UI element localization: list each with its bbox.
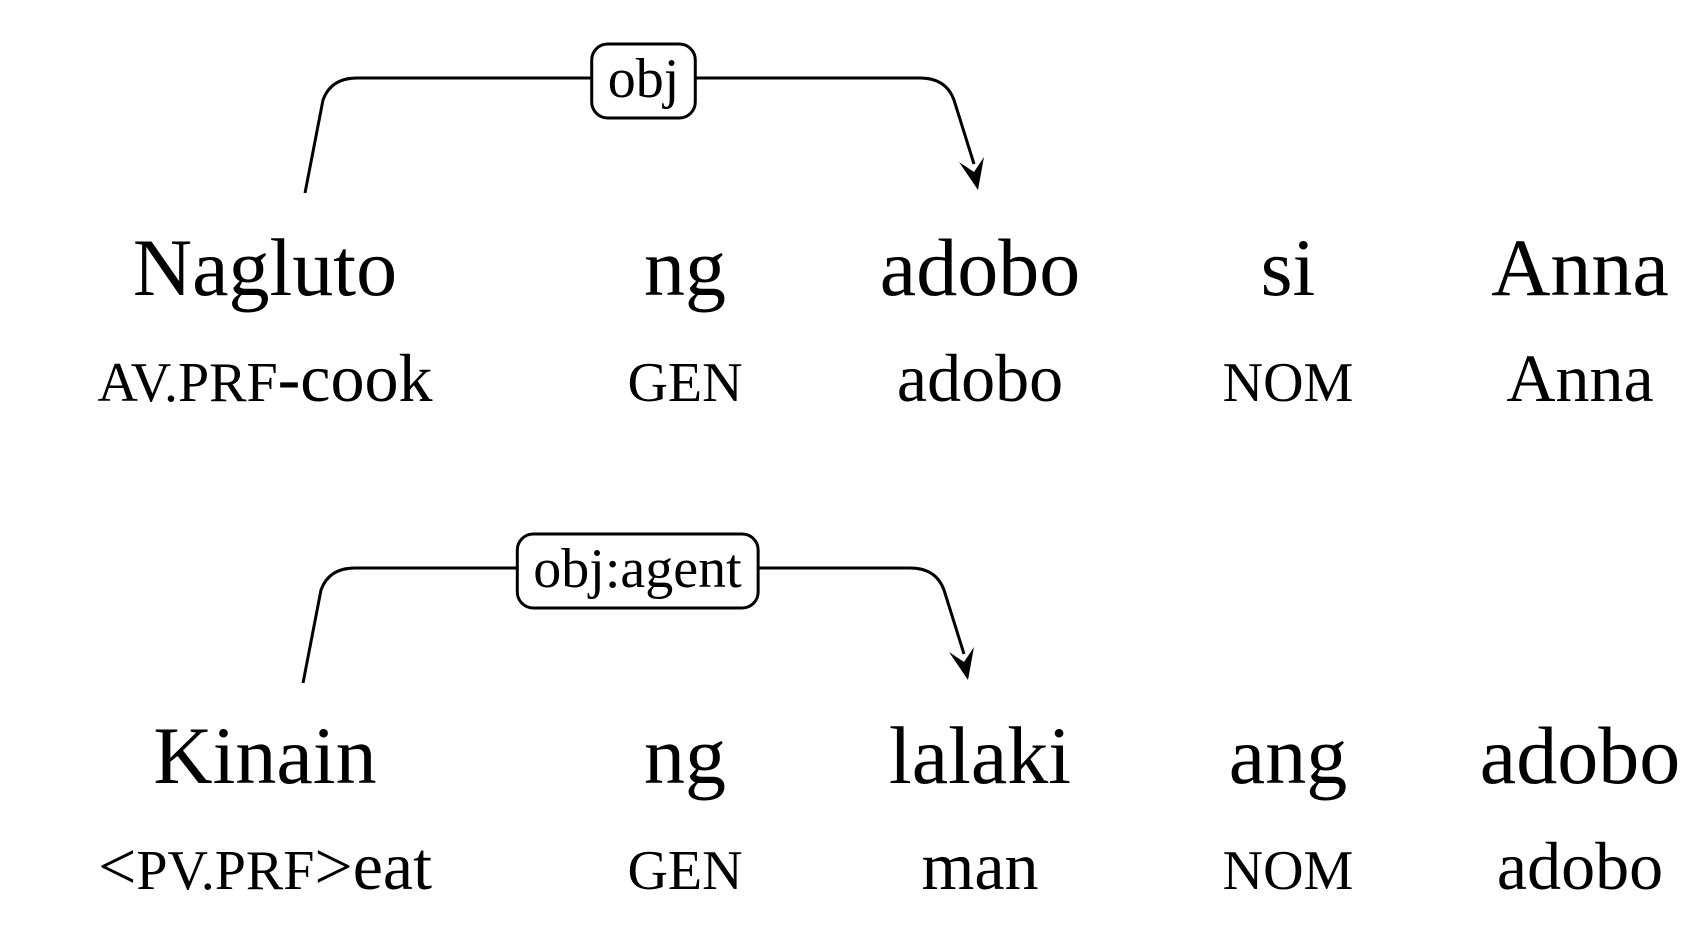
word: ng (644, 710, 726, 801)
example-2: Kinain ng lalaki ang adobo <PV.PRF>eat GEN man N… (98, 532, 1680, 904)
word: Anna (1491, 222, 1669, 313)
gloss-part: adobo (1497, 828, 1663, 904)
gloss-part: < (98, 828, 136, 904)
word: ang (1229, 710, 1347, 801)
dependency-label: obj:agent (533, 538, 742, 600)
gloss-part: -cook (278, 340, 433, 416)
arrowhead-icon (959, 157, 984, 190)
gloss: man (921, 828, 1038, 904)
arrowhead-icon (949, 647, 974, 680)
word: adobo (1480, 710, 1680, 801)
word: si (1261, 222, 1316, 313)
word: Kinain (153, 710, 376, 801)
gloss: <PV.PRF>eat (98, 828, 432, 904)
gloss-part: >eat (314, 828, 432, 904)
gloss-part: PV.PRF (136, 840, 314, 902)
gloss-part: Anna (1506, 340, 1653, 416)
dependency-label-box (590, 42, 697, 120)
gloss-part: GEN (627, 352, 742, 414)
gloss: Anna (1506, 340, 1653, 416)
gloss: GEN (627, 352, 742, 414)
dependency-label-box (515, 532, 760, 610)
word: lalaki (889, 710, 1071, 801)
dependency-label: obj (608, 48, 680, 110)
gloss: GEN (627, 840, 742, 902)
gloss: adobo (1497, 828, 1663, 904)
gloss-part: adobo (897, 340, 1063, 416)
gloss: AV.PRF-cook (98, 340, 433, 416)
gloss: NOM (1223, 352, 1354, 414)
word: Nagluto (133, 222, 397, 313)
word: ng (644, 222, 726, 313)
gloss-part: GEN (627, 840, 742, 902)
gloss: NOM (1223, 840, 1354, 902)
word: adobo (880, 222, 1080, 313)
gloss-part: NOM (1223, 352, 1354, 414)
gloss-part: man (921, 828, 1038, 904)
gloss-part: NOM (1223, 840, 1354, 902)
gloss: adobo (897, 340, 1063, 416)
gloss-part: AV.PRF (98, 352, 278, 414)
